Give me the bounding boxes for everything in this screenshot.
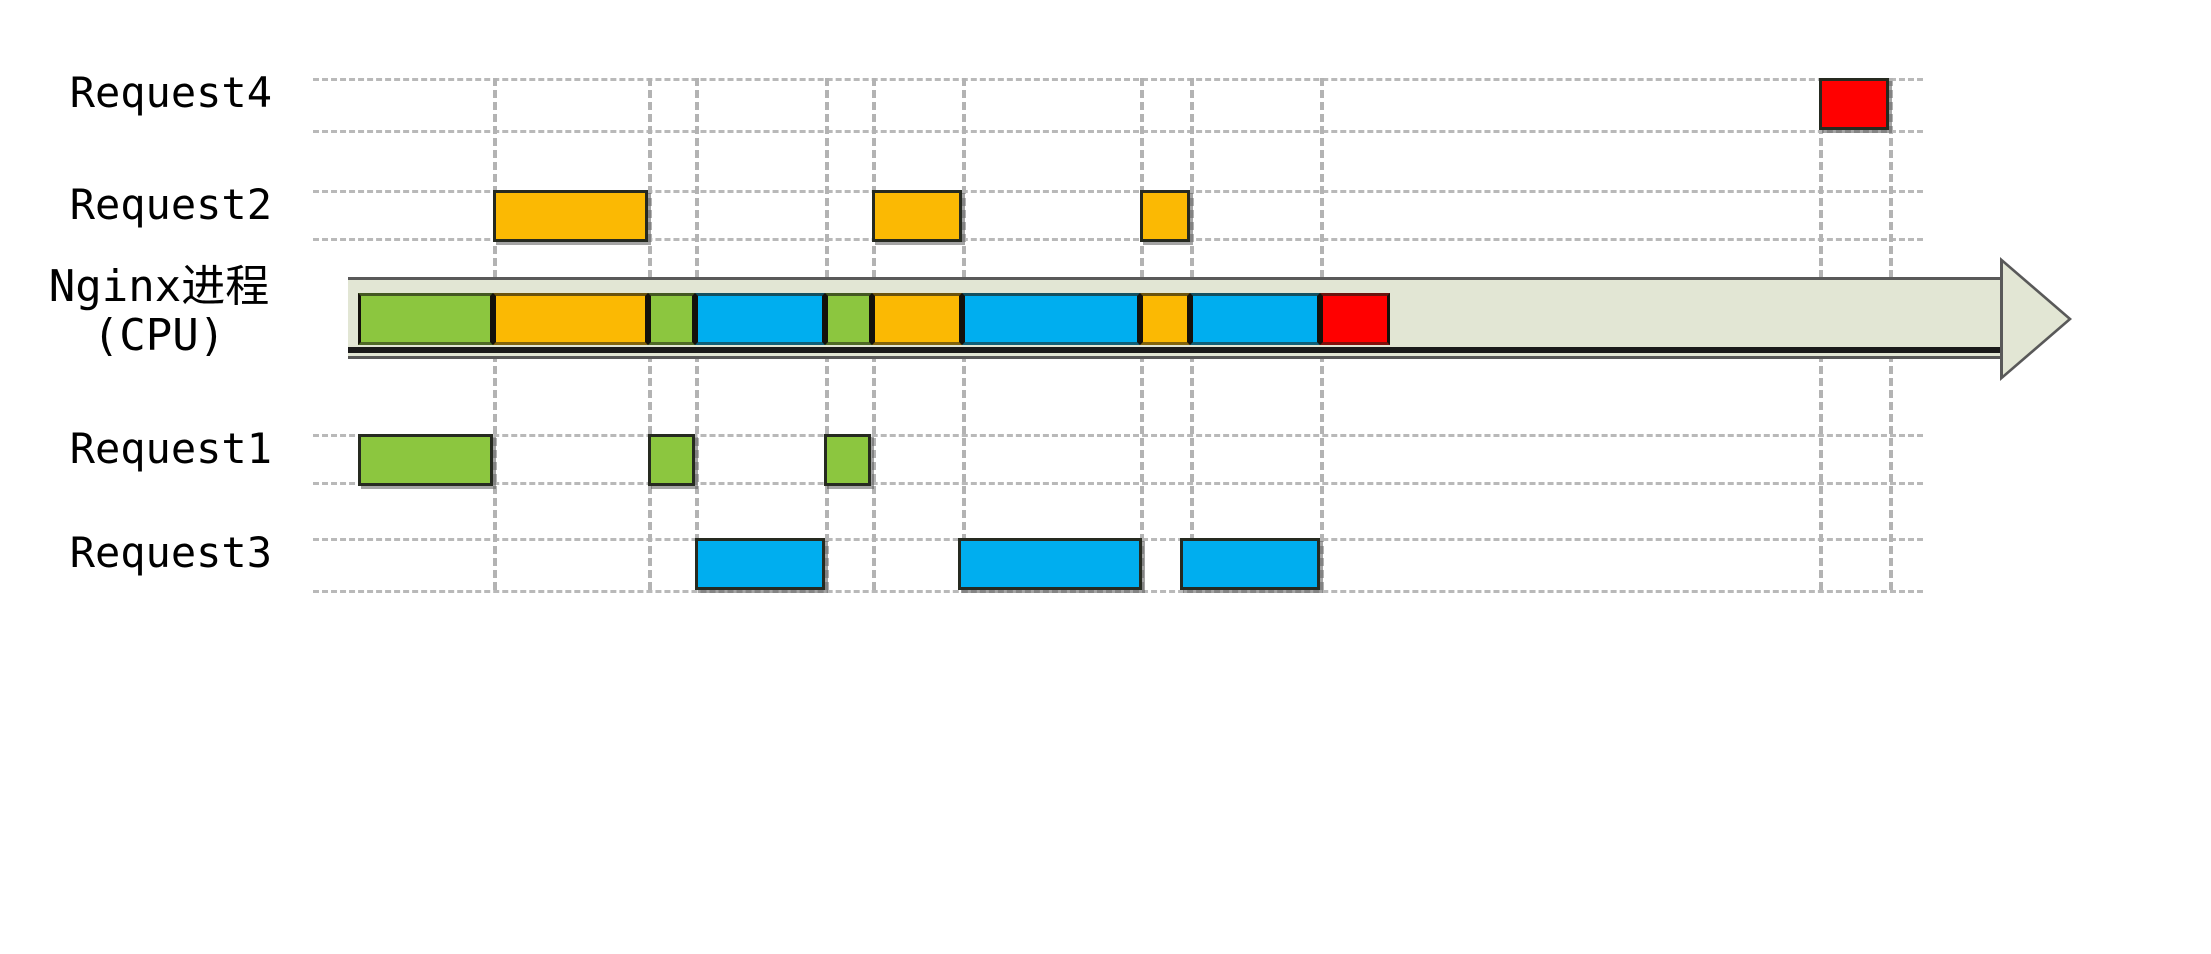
request4-bar-1[interactable] xyxy=(1819,78,1889,130)
cpu-seg-green-3[interactable] xyxy=(825,293,872,345)
cpu-seg-blue-1[interactable] xyxy=(695,293,825,345)
cpu-seg-blue-3[interactable] xyxy=(1190,293,1320,345)
timeline-arrow-head-fill xyxy=(2003,263,2068,375)
request3-bar-3[interactable] xyxy=(1180,538,1320,590)
cpu-track-label: Nginx进程 (CPU) xyxy=(0,262,318,361)
gridline-h-8 xyxy=(313,590,1923,593)
row-label-request1: Request1 xyxy=(69,424,272,473)
request1-bar-1[interactable] xyxy=(358,434,493,486)
cpu-seg-orange-2[interactable] xyxy=(872,293,962,345)
gridline-h-6 xyxy=(313,482,1923,485)
gridline-h-5 xyxy=(313,434,1923,437)
cpu-seg-green-2[interactable] xyxy=(648,293,695,345)
gridline-h-4 xyxy=(313,238,1923,241)
request3-bar-2[interactable] xyxy=(958,538,1142,590)
request2-bar-1[interactable] xyxy=(493,190,648,242)
row-label-request4: Request4 xyxy=(69,68,272,117)
request3-bar-1[interactable] xyxy=(695,538,825,590)
gridline-h-3 xyxy=(313,190,1923,193)
row-label-request3: Request3 xyxy=(69,528,272,577)
cpu-seg-orange-3[interactable] xyxy=(1140,293,1190,345)
cpu-seg-red-1[interactable] xyxy=(1320,293,1390,345)
timeline-axis-line xyxy=(348,347,2000,353)
gridline-h-1 xyxy=(313,78,1923,81)
request1-bar-3[interactable] xyxy=(824,434,871,486)
cpu-seg-green-1[interactable] xyxy=(358,293,493,345)
request2-bar-3[interactable] xyxy=(1140,190,1190,242)
cpu-track-label-line1: Nginx进程 xyxy=(48,261,270,312)
gridline-h-2 xyxy=(313,130,1923,133)
cpu-seg-blue-2[interactable] xyxy=(962,293,1140,345)
request1-bar-2[interactable] xyxy=(648,434,695,486)
cpu-track-label-line2: (CPU) xyxy=(92,310,226,362)
request2-bar-2[interactable] xyxy=(872,190,962,242)
cpu-seg-orange-1[interactable] xyxy=(493,293,648,345)
row-label-request2: Request2 xyxy=(69,180,272,229)
